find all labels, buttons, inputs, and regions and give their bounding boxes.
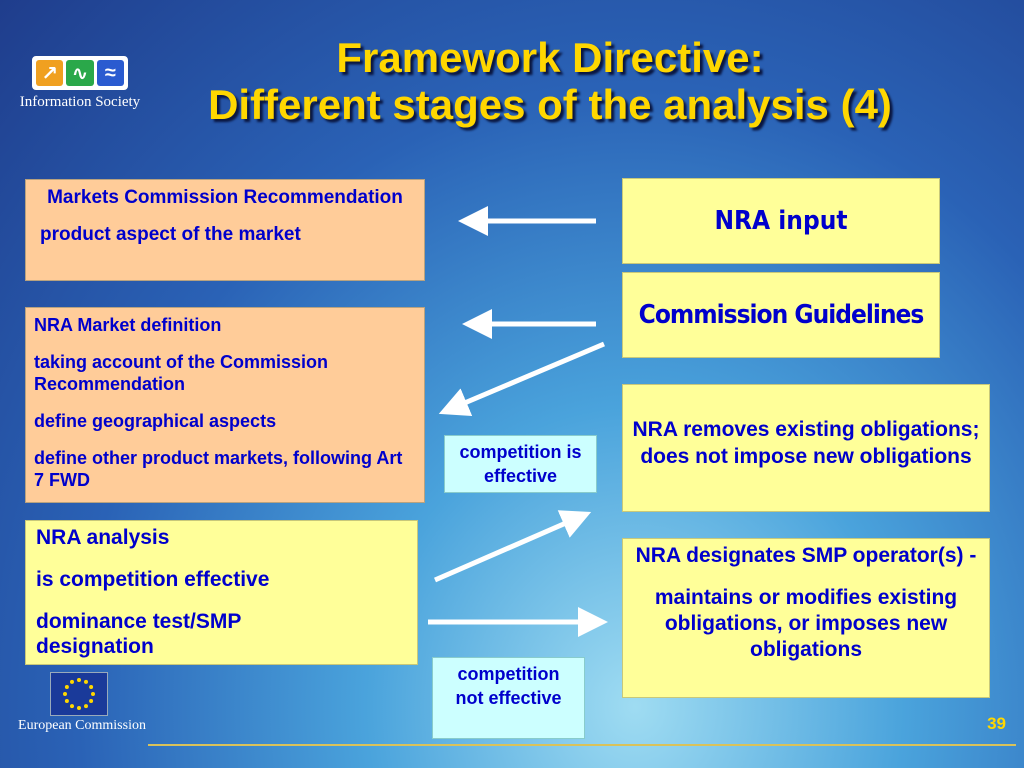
- competition-effective-box: competition is effective: [444, 435, 597, 493]
- markets-rec-title: Markets Commission Recommendation: [47, 187, 403, 208]
- nra-removes-label: NRA removes existing obligations; does n…: [632, 418, 980, 468]
- title-line-1: Framework Directive:: [336, 34, 764, 81]
- nra-designates-body: maintains or modifies existing obligatio…: [654, 586, 958, 661]
- eu-star-icon: [63, 692, 67, 696]
- market-definition-box: NRA Market definition taking account of …: [25, 307, 425, 503]
- nra-designates-box: NRA designates SMP operator(s) - maintai…: [622, 538, 990, 698]
- commission-guidelines-label: Commission Guidelines: [638, 300, 925, 330]
- european-commission-text: European Commission: [18, 718, 146, 733]
- nra-analysis-box: NRA analysis is competition effective do…: [25, 520, 418, 665]
- eu-star-icon: [77, 678, 81, 682]
- footer-divider: [148, 744, 1016, 746]
- competition-not-effective-box: competition not effective: [432, 657, 585, 739]
- nra-input-box: NRA input: [622, 178, 940, 264]
- eu-star-icon: [64, 699, 69, 703]
- nra-removes-box: NRA removes existing obligations; does n…: [622, 384, 990, 512]
- eu-star-icon: [77, 706, 81, 710]
- eu-star-icon: [84, 679, 88, 684]
- competition-not-effective-label: competition not effective: [455, 664, 562, 708]
- slide-title: Framework Directive: Different stages of…: [150, 34, 950, 128]
- commission-guidelines-box: Commission Guidelines: [622, 272, 940, 358]
- information-society-logo: ↗ ∿ ≈ Information Society: [14, 52, 146, 114]
- nra-designates-title: NRA designates SMP operator(s) -: [635, 544, 977, 567]
- title-line-2: Different stages of the analysis (4): [208, 81, 892, 128]
- arrow-guidelines-diagonal: [438, 341, 605, 417]
- market-def-item-1: taking account of the Commission Recomme…: [34, 352, 329, 394]
- logo-squares-icon: ↗ ∿ ≈: [32, 56, 128, 90]
- arrow-square-icon: ↗: [36, 60, 64, 86]
- nra-analysis-title: NRA analysis: [36, 526, 170, 549]
- markets-recommendation-box: Markets Commission Recommendation produc…: [25, 179, 425, 281]
- wave-square-icon: ∿: [66, 60, 94, 86]
- eu-star-icon: [70, 679, 74, 684]
- competition-effective-label: competition is effective: [459, 442, 582, 486]
- nra-analysis-item-2: dominance test/SMP designation: [36, 610, 241, 658]
- market-def-item-2: define geographical aspects: [34, 411, 277, 431]
- information-society-text: Information Society: [19, 94, 141, 110]
- eu-star-icon: [89, 685, 94, 689]
- eu-star-icon: [64, 685, 69, 689]
- market-def-item-3: define other product markets, following …: [34, 448, 403, 490]
- eu-star-icon: [89, 699, 94, 703]
- markets-rec-subtitle: product aspect of the market: [40, 224, 301, 245]
- page-number: 39: [987, 714, 1006, 733]
- market-def-title: NRA Market definition: [34, 315, 222, 335]
- tilde-square-icon: ≈: [96, 60, 124, 86]
- nra-input-label: NRA input: [714, 206, 848, 236]
- arrow-analysis-to-removes: [434, 510, 592, 583]
- eu-star-icon: [70, 704, 74, 709]
- nra-analysis-item-1: is competition effective: [36, 568, 270, 591]
- eu-flag-icon: [50, 672, 108, 716]
- eu-star-icon: [91, 692, 95, 696]
- eu-star-icon: [84, 704, 88, 709]
